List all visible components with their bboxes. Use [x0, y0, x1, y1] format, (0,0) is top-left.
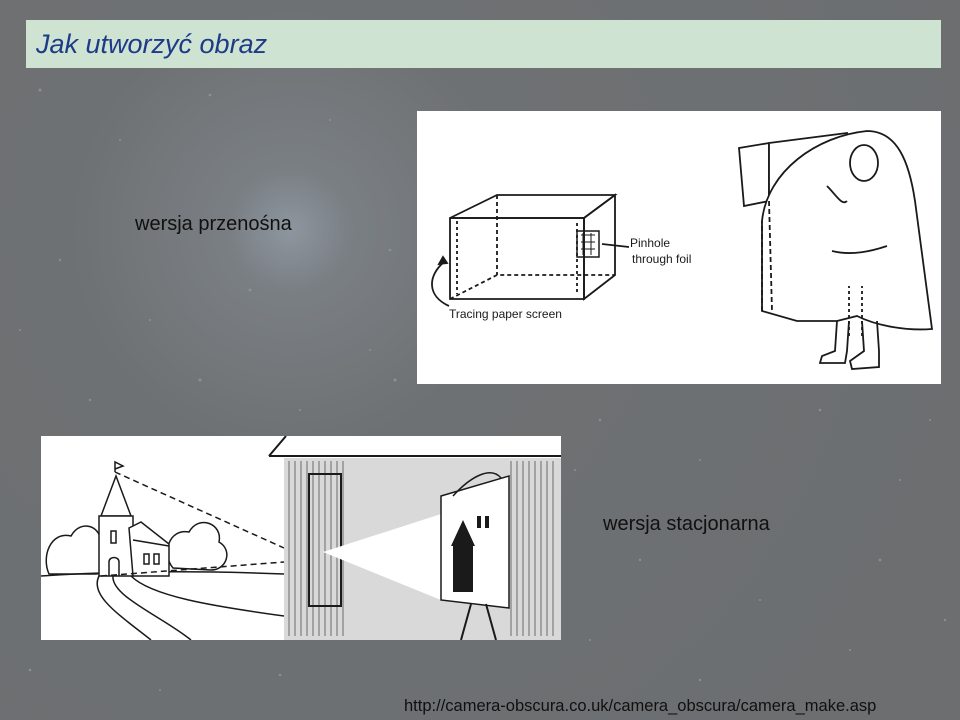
caption-portable-version: wersja przenośna	[135, 213, 292, 235]
slide-title: Jak utworzyć obraz	[36, 28, 268, 59]
caption-stationary-version: wersja stacjonarna	[603, 513, 770, 535]
box-top-face	[449, 194, 618, 219]
pinhole-label-line1: Pinhole	[630, 236, 670, 250]
source-url-link[interactable]: http://camera-obscura.co.uk/camera_obscu…	[404, 697, 877, 715]
portable-camera-obscura-illustration: Pinhole through foil Tracing paper scree…	[417, 111, 941, 384]
tree-left	[45, 525, 109, 575]
church-building	[98, 473, 170, 577]
slide-title-bar: Jak utworzyć obraz	[26, 20, 941, 68]
tree-right	[166, 521, 228, 571]
projected-image-screen	[440, 474, 510, 609]
pinhole-foil-icon	[576, 230, 600, 258]
screen-label: Tracing paper screen	[449, 307, 562, 321]
pinhole-label-line2: through foil	[632, 252, 691, 266]
stationary-camera-obscura-illustration	[41, 436, 561, 640]
person-with-box-figure	[738, 130, 934, 370]
box-front-face	[449, 217, 585, 300]
light-cone	[323, 514, 441, 600]
path-line-left	[96, 575, 152, 640]
path-line-right	[112, 575, 192, 640]
